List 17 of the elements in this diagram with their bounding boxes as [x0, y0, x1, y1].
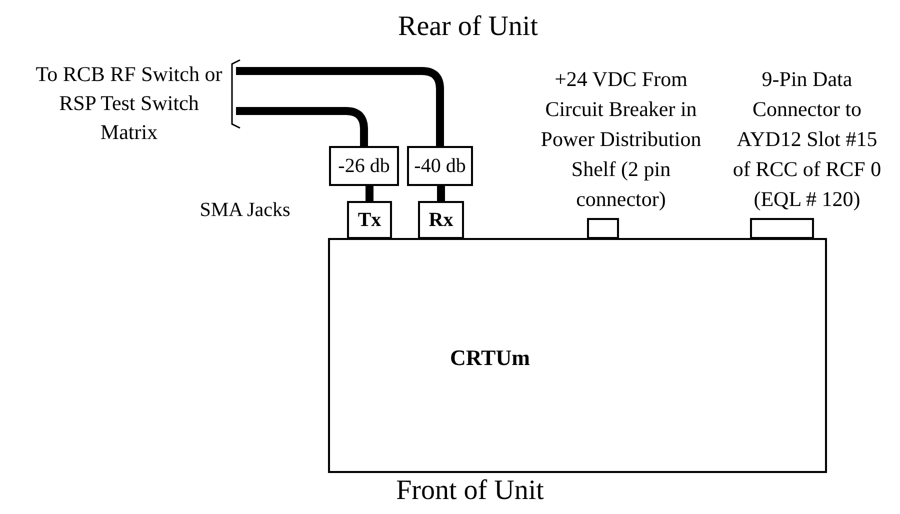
- rear-label: Rear of Unit: [397, 10, 539, 44]
- attenuator-box: [329, 146, 399, 186]
- attenuator-box: [407, 146, 473, 186]
- jack-box: [347, 201, 392, 239]
- front-label: Front of Unit: [395, 474, 545, 508]
- unit-name: CRTUm: [449, 345, 531, 371]
- node-label: Tx: [358, 208, 382, 232]
- cable: [236, 67, 444, 146]
- node-label: -40 db: [414, 154, 466, 178]
- jacks-label: SMA Jacks: [198, 198, 292, 222]
- connector-description: +24 VDC From Circuit Breaker in Power Distribution Shelf (2 pin connector): [540, 74, 702, 213]
- connector-description: 9-Pin Data Connector to AYD12 Slot #15 of RCC of RCF 0 (EQL # 120): [732, 66, 882, 213]
- cable: [366, 186, 374, 201]
- destination-text: To RCB RF Switch or RSP Test Switch Matrix: [34, 60, 224, 146]
- node-label: -26 db: [338, 154, 390, 178]
- jack-box: [418, 201, 464, 239]
- node-label: Rx: [428, 208, 454, 232]
